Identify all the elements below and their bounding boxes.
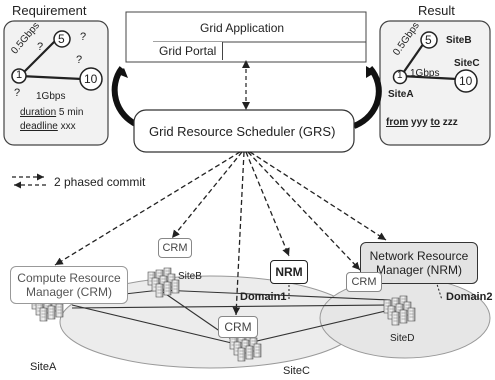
req-bw-bottom: 1Gbps [36, 91, 66, 102]
req-node-5-label: 5 [58, 32, 65, 46]
req-node-10 [79, 67, 103, 91]
site-a-label: SiteA [30, 361, 57, 373]
crm-box-site-d: CRM [346, 272, 382, 292]
crm-label: CRM [162, 242, 188, 254]
res-site-b: SiteB [446, 35, 472, 46]
domain1-label: Domain1 [240, 291, 287, 303]
req-node-5 [53, 30, 71, 48]
req-duration-value: 5 min [58, 107, 84, 118]
req-node-10-label: 10 [84, 72, 98, 86]
req-node-1-label: 1 [16, 69, 23, 81]
crm-full-line2: Manager (CRM) [25, 285, 112, 299]
req-node-1 [11, 68, 27, 84]
res-node-5-label: 5 [425, 33, 432, 47]
res-node-1-label: 1 [397, 70, 403, 81]
res-bw-bottom: 1Gbps [410, 68, 440, 79]
requirement-panel [3, 20, 109, 146]
req-unknown-1: ? [37, 41, 44, 53]
res-site-c: SiteC [454, 58, 480, 69]
result-heading: Result [418, 3, 455, 18]
crm-label: CRM [224, 320, 252, 334]
req-deadline: deadline xxx [20, 122, 76, 132]
res-node-10 [454, 69, 478, 93]
grid-portal-label: Grid Portal [159, 44, 217, 58]
domain2-label: Domain2 [446, 291, 493, 303]
res-from-label: from [386, 117, 409, 128]
req-duration: duration 5 min [20, 108, 83, 118]
res-node-10-label: 10 [459, 74, 473, 88]
req-unknown-3: ? [76, 54, 83, 66]
crm-box-site-b: CRM [158, 238, 192, 258]
req-unknown-2: ? [80, 31, 87, 43]
crm-full-line1: Compute Resource [17, 271, 121, 285]
network-resource-manager-box: Network Resource Manager (NRM) [360, 242, 478, 284]
compute-resource-manager-box: Compute Resource Manager (CRM) [10, 266, 128, 304]
req-deadline-label: deadline [20, 121, 58, 132]
res-site-a: SiteA [388, 89, 414, 100]
res-to-value: zzz [442, 117, 458, 128]
grid-portal-box: Grid Portal [153, 42, 223, 60]
req-unknown-4: ? [14, 87, 21, 99]
site-c-label: SiteC [283, 365, 310, 377]
res-to-label: to [430, 117, 440, 128]
req-duration-label: duration [20, 107, 57, 118]
nrm-full-line1: Network Resource [369, 249, 469, 263]
nrm-full-line2: Manager (NRM) [375, 263, 462, 277]
nrm-box-domain1: NRM [270, 260, 308, 284]
res-from-value: yyy [411, 117, 428, 128]
site-b-label: SiteB [178, 271, 202, 282]
legend-label: 2 phased commit [54, 175, 146, 189]
nrm-label: NRM [275, 265, 303, 279]
grs-label: Grid Resource Scheduler (GRS) [149, 124, 336, 139]
site-d-label: SiteD [390, 333, 415, 344]
crm-label: CRM [351, 276, 377, 288]
res-time-range: from yyy to zzz [386, 118, 458, 128]
res-node-1 [392, 69, 408, 85]
req-deadline-value: xxx [60, 121, 76, 132]
grid-application-title: Grid Application [200, 21, 285, 35]
requirement-heading: Requirement [12, 3, 87, 18]
crm-box-site-c: CRM [218, 316, 258, 338]
res-node-5 [420, 31, 438, 49]
